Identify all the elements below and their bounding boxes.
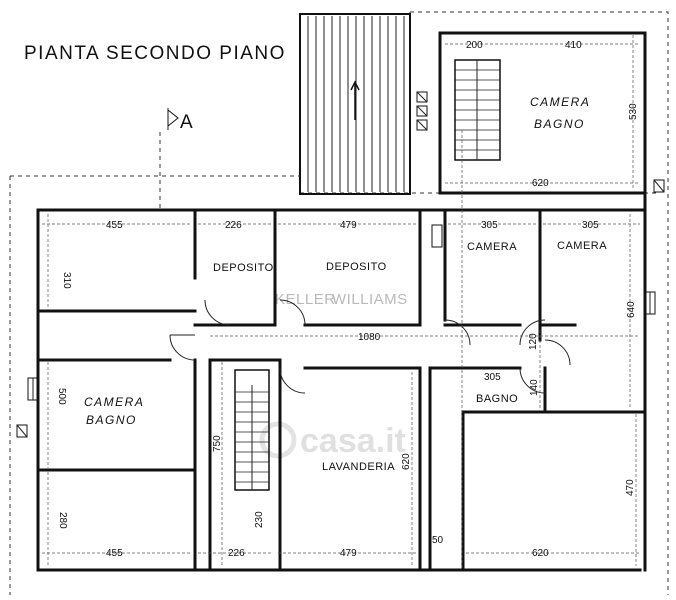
plan-title: PIANTA SECONDO PIANO <box>24 43 286 64</box>
room-camera-2: CAMERA <box>557 240 607 252</box>
room-camera-1: CAMERA <box>467 241 517 253</box>
room-deposito-1: DEPOSITO <box>213 262 274 274</box>
dim-640: 640 <box>626 301 637 318</box>
dim-620-top: 620 <box>532 178 549 189</box>
room-lavanderia: LAVANDERIA <box>322 461 395 473</box>
dim-455-top: 455 <box>106 220 123 231</box>
watermark-williams: WILLIAMS <box>332 291 408 308</box>
dimension-lines <box>42 35 640 570</box>
watermark-casa-icon <box>259 421 297 459</box>
dim-470: 470 <box>625 479 636 496</box>
dim-305-bagno: 305 <box>484 372 501 383</box>
room-bagno-left: BAGNO <box>86 413 137 427</box>
dim-410: 410 <box>565 40 582 51</box>
main-walls <box>36 31 647 572</box>
dim-140: 140 <box>529 379 540 396</box>
dim-500: 500 <box>56 388 67 405</box>
stair-lower <box>234 369 270 491</box>
room-camera-left: CAMERA <box>84 395 144 409</box>
section-label: A <box>180 112 194 133</box>
dim-479-top: 479 <box>340 220 357 231</box>
stair-inner-top <box>416 59 501 161</box>
dim-120: 120 <box>528 333 539 350</box>
watermark-keller: KELLER <box>275 291 336 308</box>
room-camera-top: CAMERA <box>530 95 590 109</box>
dim-1080: 1080 <box>358 332 381 343</box>
dim-230: 230 <box>254 511 265 528</box>
room-deposito-2: DEPOSITO <box>326 261 387 273</box>
dimension-labels: 200 410 530 620 455 226 479 305 305 310 … <box>56 40 639 559</box>
dim-750: 750 <box>212 435 223 452</box>
dim-530: 530 <box>628 103 639 120</box>
dim-226-top: 226 <box>225 220 242 231</box>
watermark-casa: casa.it <box>300 422 406 460</box>
door-icon <box>169 299 571 394</box>
dim-305-a: 305 <box>481 220 498 231</box>
dim-50: 50 <box>432 535 444 546</box>
dim-200: 200 <box>466 40 483 51</box>
section-marker-icon <box>159 108 179 212</box>
dim-620-mid: 620 <box>401 453 412 470</box>
dim-620-bot: 620 <box>532 548 549 559</box>
dim-305-b: 305 <box>582 220 599 231</box>
dim-479-bot: 479 <box>340 548 357 559</box>
room-bagno: BAGNO <box>476 393 518 405</box>
stair-top <box>299 13 411 195</box>
dim-226-bot: 226 <box>228 548 245 559</box>
room-labels: CAMERA BAGNO DEPOSITO DEPOSITO CAMERA CA… <box>84 95 607 473</box>
dim-310: 310 <box>61 272 72 289</box>
dim-455-bot: 455 <box>106 548 123 559</box>
window-icon <box>16 179 665 438</box>
dim-280: 280 <box>57 512 68 529</box>
room-bagno-top: BAGNO <box>534 117 585 131</box>
